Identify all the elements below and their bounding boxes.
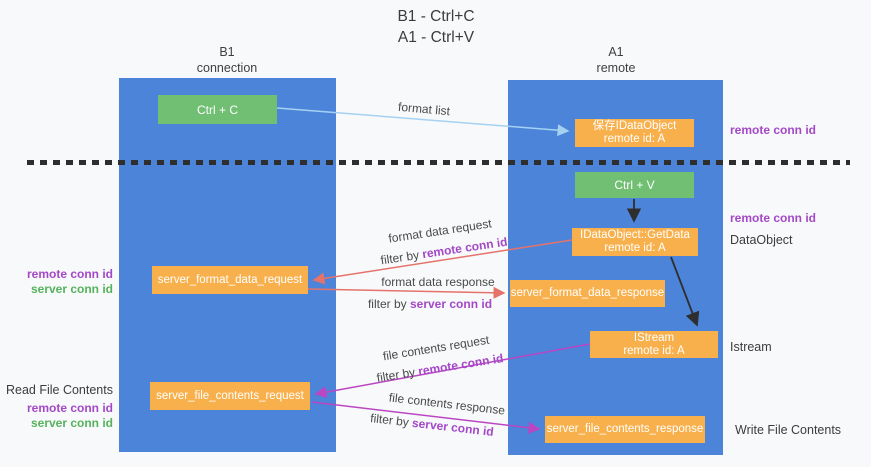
annotation-left1-server-conn-id: server conn id	[30, 282, 113, 296]
arrow-format-data-request	[312, 239, 573, 285]
annotation-dataobject: DataObject	[730, 233, 793, 247]
dashed-separator	[27, 160, 850, 165]
node-server-format-data-request-label: server_format_data_request	[157, 273, 303, 286]
arrow-file-contents-request	[314, 343, 591, 399]
label-filter-2-prefix: filter by	[367, 297, 410, 311]
annotation-read-file-contents-block: Read File Contents remote conn id server…	[0, 383, 113, 431]
node-ctrl-c: Ctrl + C	[158, 95, 277, 124]
annotation-istream: Istream	[730, 340, 772, 354]
column-header-a1-remote: A1 remote	[596, 45, 636, 75]
node-server-file-contents-response: server_file_contents_response	[545, 416, 705, 443]
diagram-title: B1 - Ctrl+C A1 - Ctrl+V	[286, 6, 586, 48]
annotation-remote-conn-id-top: remote conn id	[730, 123, 817, 137]
node-server-format-data-response-label: server_format_data_response	[510, 287, 665, 299]
annotation-left2-server-conn-id: server conn id	[30, 416, 113, 430]
node-server-file-contents-request-label: server_file_contents_request	[156, 389, 304, 402]
node-ctrl-v: Ctrl + V	[575, 172, 694, 198]
label-filter-2: filter by server conn id	[368, 297, 492, 311]
node-istream-label: IStream remote id: A	[623, 331, 685, 357]
title-line1: B1 - Ctrl+C	[397, 8, 475, 25]
node-ctrl-v-label: Ctrl + V	[614, 178, 655, 192]
node-server-format-data-response: server_format_data_response	[510, 280, 665, 307]
arrow-getdata-to-istream	[670, 256, 700, 327]
column-header-b1-connection: B1 connection	[196, 45, 258, 75]
annotation-left1-remote-conn-id: remote conn id	[26, 267, 113, 281]
node-save-idataobject: 保存IDataObject remote id: A	[575, 119, 694, 147]
node-save-idataobject-label: 保存IDataObject remote id: A	[592, 120, 677, 145]
arrow-format-data-response	[307, 286, 506, 299]
node-istream: IStream remote id: A	[590, 331, 718, 358]
annotation-read-file-contents: Read File Contents	[5, 383, 113, 397]
label-filter-2-id: server conn id	[409, 297, 493, 311]
arrow-format-list	[276, 107, 570, 137]
annotation-write-file-contents: Write File Contents	[735, 423, 842, 437]
arrow-file-contents-response	[311, 401, 541, 434]
node-server-file-contents-request: server_file_contents_request	[150, 382, 310, 410]
title-line2: A1 - Ctrl+V	[397, 29, 475, 46]
annotation-left-conn-ids-1: remote conn id server conn id	[0, 267, 113, 297]
label-format-data-response: format data response	[381, 275, 495, 289]
node-server-file-contents-response-label: server_file_contents_response	[546, 423, 704, 435]
node-idataobject-getdata: IDataObject::GetData remote id: A	[572, 228, 698, 256]
node-ctrl-c-label: Ctrl + C	[196, 102, 238, 117]
node-idataobject-getdata-label: IDataObject::GetData remote id: A	[580, 229, 690, 254]
node-server-format-data-request: server_format_data_request	[152, 266, 308, 294]
annotation-remote-conn-id-mid: remote conn id	[730, 211, 817, 225]
annotation-left2-remote-conn-id: remote conn id	[26, 401, 113, 415]
